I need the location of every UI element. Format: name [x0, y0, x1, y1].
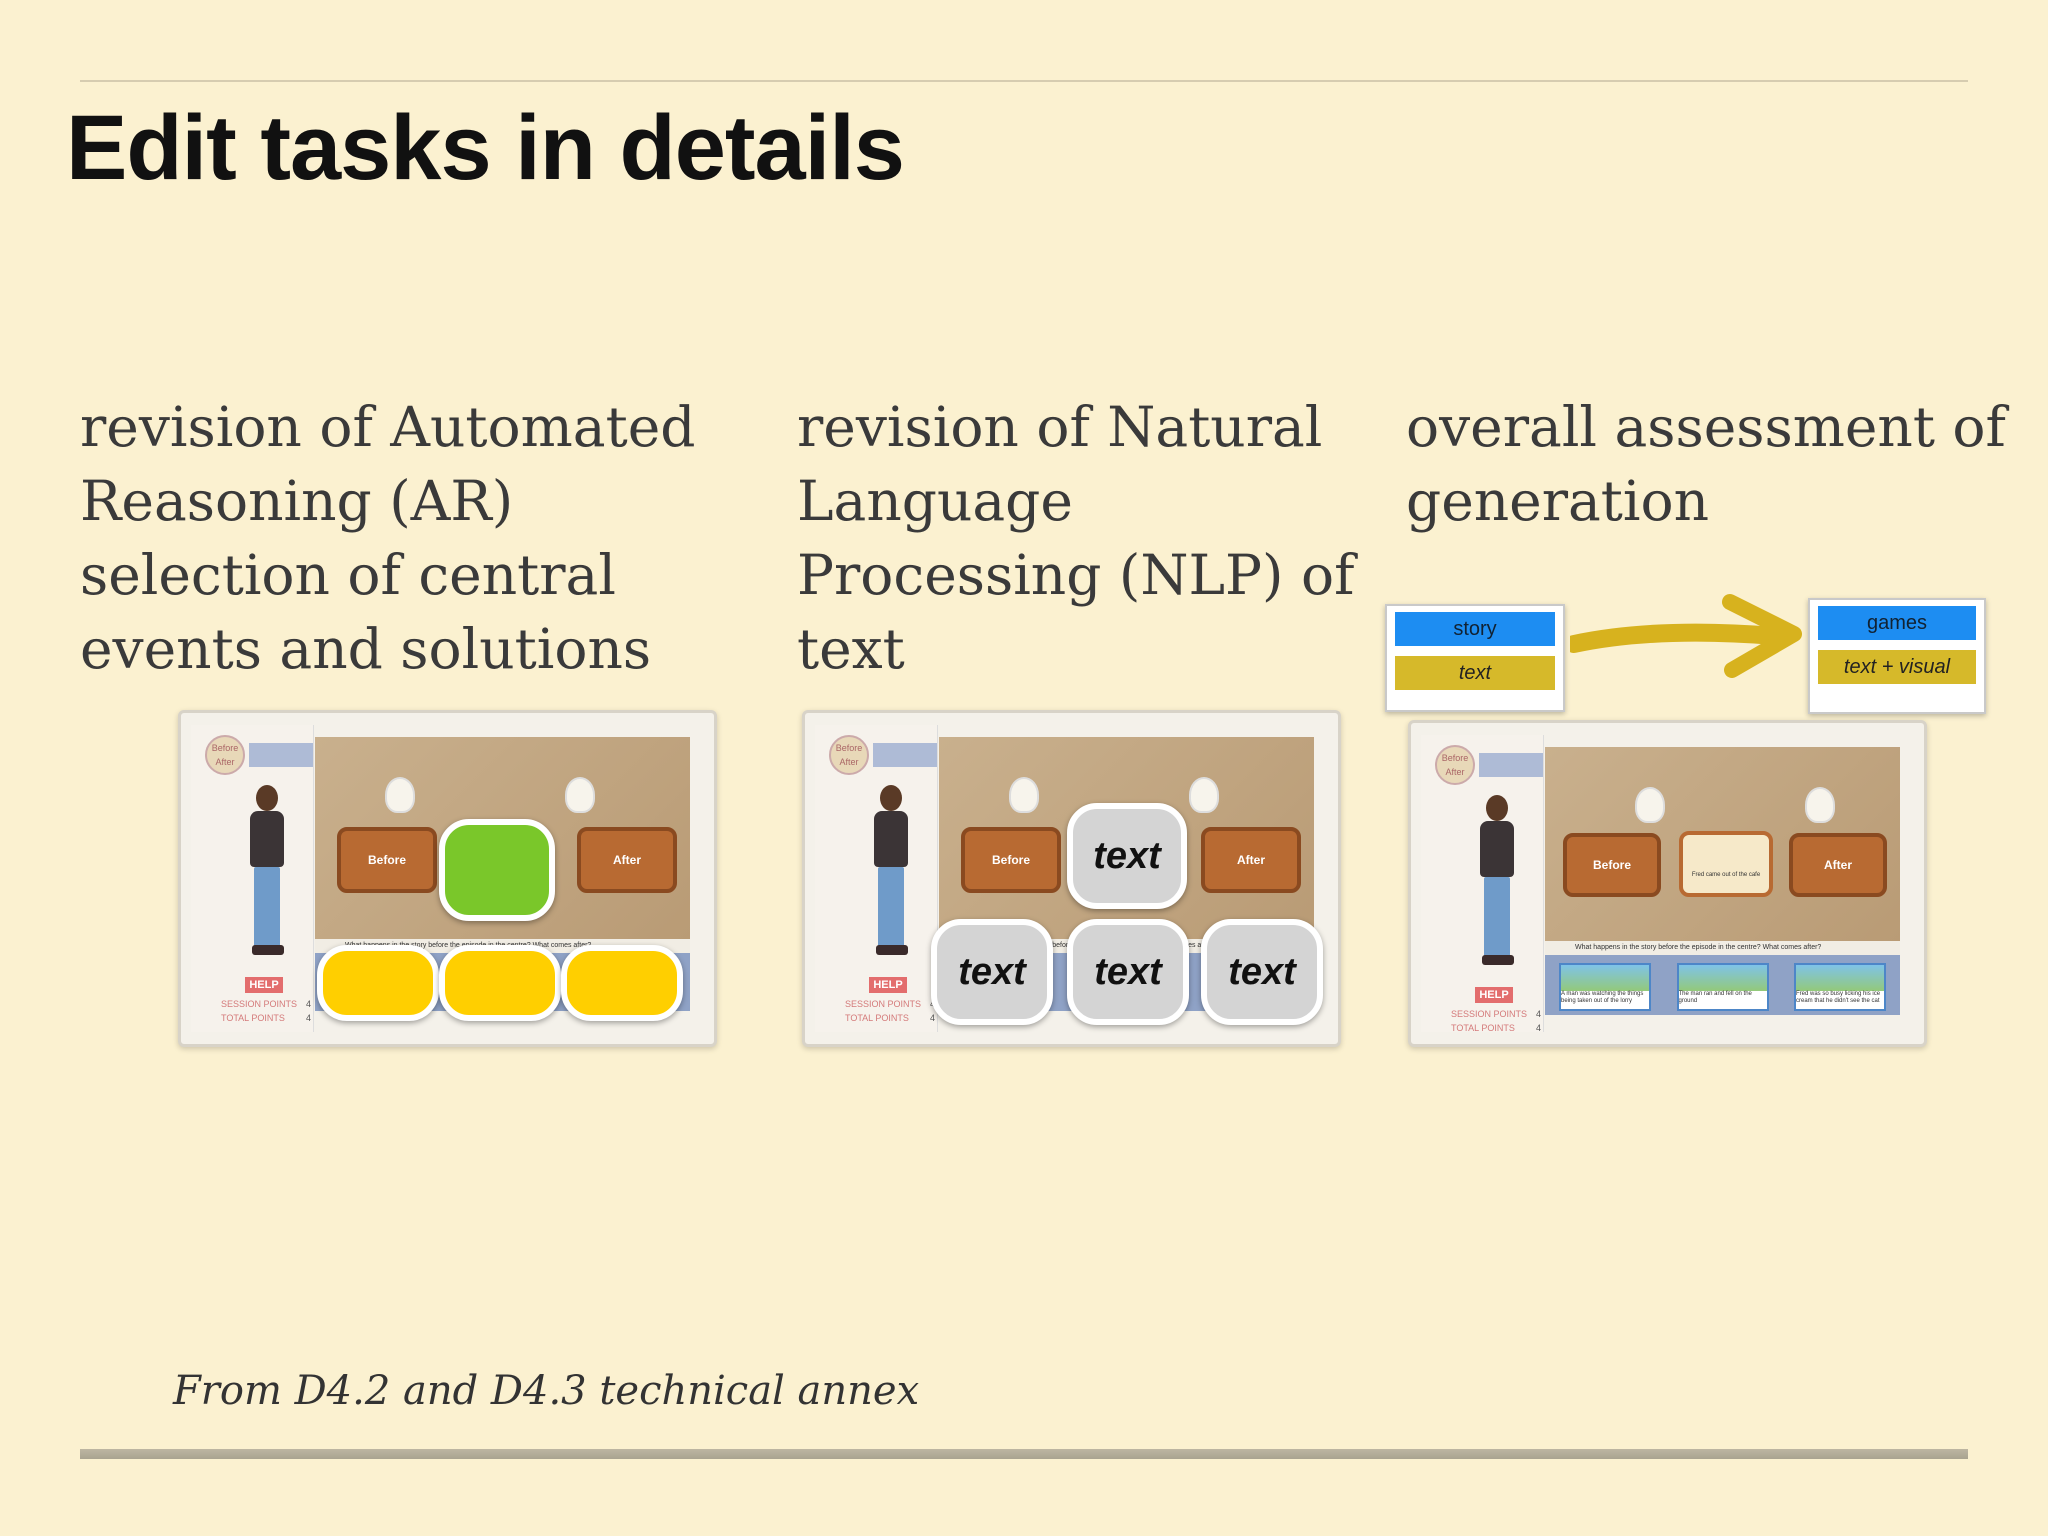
- text-overlay-option[interactable]: text: [1067, 919, 1189, 1025]
- before-after-logo: Before After: [829, 735, 869, 775]
- before-after-logo: Before After: [1435, 745, 1475, 785]
- thumbnail-card[interactable]: The man ran and fell on the ground: [1676, 963, 1769, 1011]
- after-card: After: [577, 827, 677, 893]
- sidebar-header-bar: [249, 743, 313, 767]
- story-label: story: [1395, 612, 1555, 646]
- bulb-icon: [565, 777, 595, 813]
- help-button[interactable]: HELP: [245, 977, 283, 993]
- bulb-icon: [385, 777, 415, 813]
- bottom-rule: [80, 1449, 1968, 1459]
- story-text-tag: story text: [1385, 604, 1565, 712]
- bulb-icon: [1189, 777, 1219, 813]
- option-slot-yellow[interactable]: [439, 945, 561, 1021]
- option-slot-yellow[interactable]: [317, 945, 439, 1021]
- before-card: Before: [1563, 833, 1661, 897]
- after-card: After: [1201, 827, 1301, 893]
- character-figure: [870, 785, 912, 955]
- thumbnail-card[interactable]: A man was watching the things being take…: [1559, 963, 1651, 1011]
- thumbnail-card[interactable]: Fred was so busy licking his ice cream t…: [1794, 963, 1886, 1011]
- games-label: games: [1818, 606, 1976, 640]
- before-card: Before: [337, 827, 437, 893]
- source-note: From D4.2 and D4.3 technical annex: [173, 1368, 920, 1414]
- text-label: text: [1395, 656, 1555, 690]
- character-figure: [1476, 795, 1518, 965]
- slide-title: Edit tasks in details: [66, 97, 905, 199]
- before-card: Before: [961, 827, 1061, 893]
- bulb-icon: [1805, 787, 1835, 823]
- sidebar-header-bar: [1479, 753, 1543, 777]
- column-assessment-text: overall assessment of generation: [1406, 395, 2006, 533]
- help-button[interactable]: HELP: [869, 977, 907, 993]
- question-bar: What happens in the story before the epi…: [1545, 941, 1900, 955]
- text-visual-label: text + visual: [1818, 650, 1976, 684]
- cork-board: Before Fred came out of the cafe After: [1545, 747, 1900, 941]
- choice-tray: A man was watching the things being take…: [1545, 955, 1900, 1015]
- sidebar-header-bar: [873, 743, 937, 767]
- help-button[interactable]: HELP: [1475, 987, 1513, 1003]
- centre-event-card: Fred came out of the cafe: [1679, 831, 1773, 897]
- text-overlay-option[interactable]: text: [1201, 919, 1323, 1025]
- column-nlp-text: revision of Natural Language Processing …: [797, 395, 1355, 681]
- bulb-icon: [1635, 787, 1665, 823]
- after-card: After: [1789, 833, 1887, 897]
- text-overlay-centre[interactable]: text: [1067, 803, 1187, 909]
- selected-event-green[interactable]: [439, 819, 555, 921]
- column-ar-text: revision of Automated Reasoning (AR) sel…: [80, 395, 696, 681]
- arrow-icon: [1570, 594, 1802, 678]
- games-tag: games text + visual: [1808, 598, 1986, 714]
- before-after-logo: Before After: [205, 735, 245, 775]
- top-rule: [80, 80, 1968, 82]
- character-figure: [246, 785, 288, 955]
- option-slot-yellow[interactable]: [561, 945, 683, 1021]
- bulb-icon: [1009, 777, 1039, 813]
- text-overlay-option[interactable]: text: [931, 919, 1053, 1025]
